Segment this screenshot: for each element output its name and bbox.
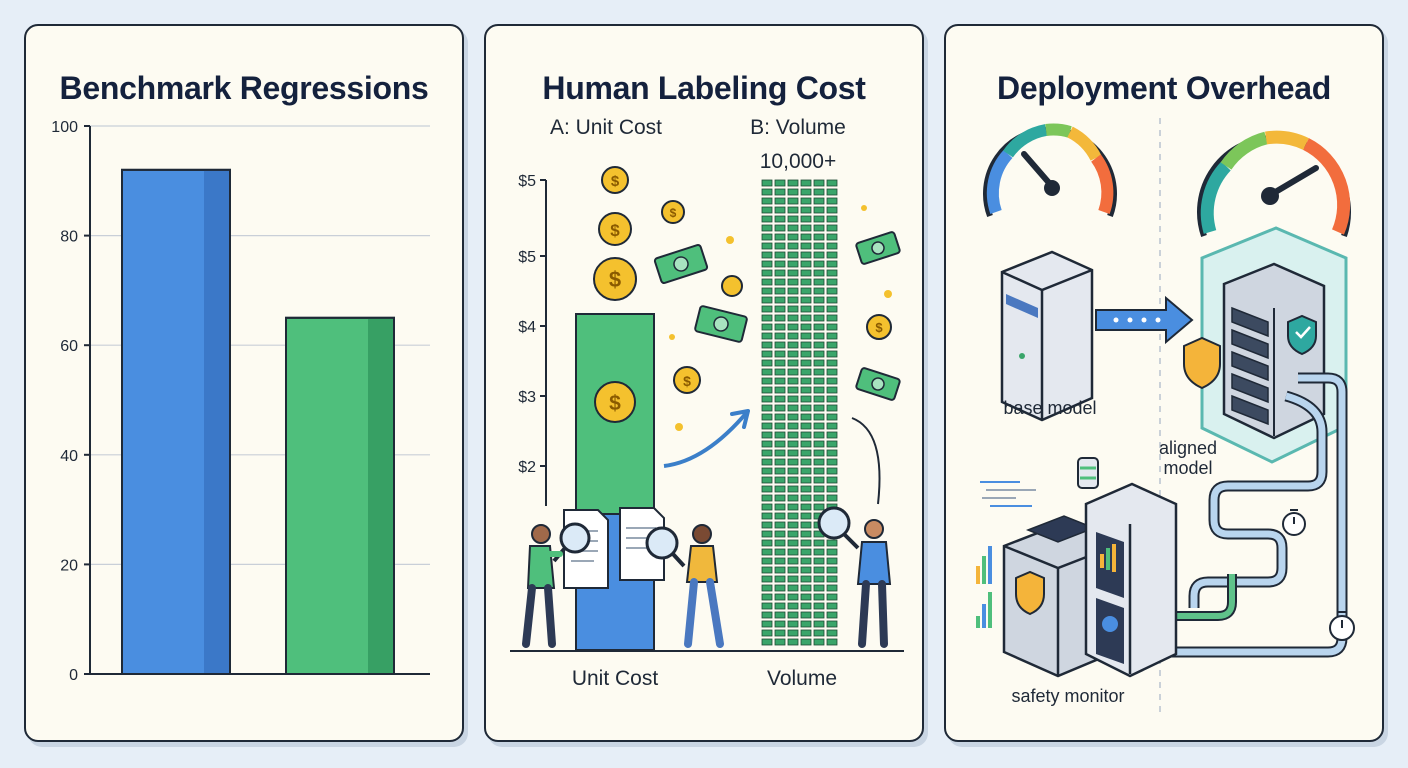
base-server-icon <box>1000 250 1094 422</box>
cost-tick: $5 <box>518 173 536 190</box>
transfer-arrow <box>1095 295 1194 345</box>
volume-grid <box>761 179 838 646</box>
cost-tick: $2 <box>518 459 536 476</box>
safety-monitor-icon <box>1002 482 1178 678</box>
y-tick-label: 40 <box>60 448 78 465</box>
deployment-title: Deployment Overhead <box>997 70 1331 106</box>
dashboard-icon <box>976 457 1099 628</box>
x-label-unit-cost: Unit Cost <box>572 667 659 690</box>
safety-monitor-label: safety monitor <box>1011 686 1124 706</box>
volume-value: 10,000+ <box>760 150 837 173</box>
aligned-model-label: aligned <box>1159 438 1217 458</box>
labeling-title: Human Labeling Cost <box>542 70 866 106</box>
x-label-volume: Volume <box>767 667 837 690</box>
label-a: A: Unit Cost <box>550 116 662 139</box>
y-tick-label: 100 <box>51 119 78 136</box>
svg-text:$: $ <box>609 392 621 415</box>
label-b: B: Volume <box>750 116 846 139</box>
deployment-panel: Deployment Overhead <box>944 24 1384 742</box>
cost-tick: $4 <box>518 319 536 336</box>
benchmark-bar-chart: 0 20 40 60 80 100 <box>51 119 430 684</box>
y-tick-label: 20 <box>60 557 78 574</box>
person-icon <box>522 524 563 648</box>
cash-icon <box>653 231 901 401</box>
svg-text:$: $ <box>683 373 691 389</box>
bar <box>285 316 395 675</box>
svg-text:$: $ <box>610 221 620 240</box>
growth-arrow <box>663 409 750 468</box>
benchmark-panel: Benchmark Regressions 0 20 40 60 80 100 <box>24 24 464 742</box>
timer-icon <box>1282 509 1355 641</box>
gauge-icon <box>983 123 1117 218</box>
svg-text:$: $ <box>670 206 677 220</box>
coin-icon: $ $ $ $ $ $ $ <box>593 166 892 431</box>
svg-text:$: $ <box>609 267 621 292</box>
unit-cost-bar <box>575 313 655 651</box>
benchmark-title: Benchmark Regressions <box>59 70 429 106</box>
labeling-illustration: A: Unit Cost B: Volume 10,000+ $5 $5 $4 … <box>510 116 904 690</box>
person-icon <box>856 519 892 648</box>
svg-text:$: $ <box>611 173 620 190</box>
y-tick-label: 0 <box>69 667 78 684</box>
cost-tick: $5 <box>518 249 536 266</box>
y-tick-label: 60 <box>60 338 78 355</box>
curve-line <box>851 417 881 505</box>
labeling-panel: Human Labeling Cost A: Unit Cost B: Volu… <box>484 24 924 742</box>
aligned-model-label: model <box>1163 458 1212 478</box>
y-tick-label: 80 <box>60 229 78 246</box>
gauge-icon <box>1197 130 1351 237</box>
deployment-illustration: base model aligned model <box>976 118 1355 716</box>
cost-axis: $5 $5 $4 $3 $2 <box>518 173 547 506</box>
cost-tick: $3 <box>518 389 536 406</box>
svg-text:$: $ <box>875 320 883 335</box>
magnifier-icon <box>552 506 860 568</box>
bar <box>121 168 231 675</box>
base-model-label: base model <box>1003 398 1096 418</box>
person-icon <box>684 524 724 648</box>
